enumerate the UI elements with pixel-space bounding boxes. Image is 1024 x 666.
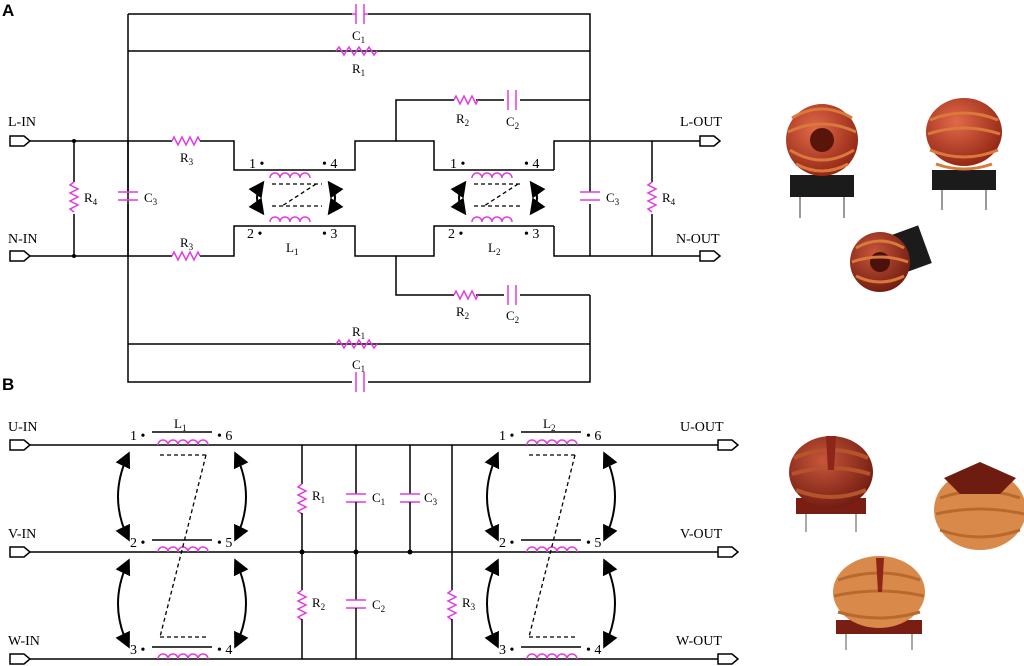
capacitor-c1-top bbox=[352, 4, 368, 24]
label-b-c1: C1 bbox=[372, 490, 385, 507]
label-b-c3: C3 bbox=[424, 490, 438, 507]
resistor-r1-top bbox=[335, 45, 378, 57]
pin-a-l2-3: • 3 bbox=[524, 227, 539, 242]
choke-l1 bbox=[248, 169, 348, 227]
choke-l2 bbox=[450, 169, 554, 227]
resistor-b-r2 bbox=[296, 589, 308, 621]
pin-a-l1-3: • 3 bbox=[322, 227, 337, 242]
photo-choke-a1 bbox=[786, 104, 858, 218]
panel-b-label: B bbox=[2, 375, 14, 394]
label-c2-top: C2 bbox=[506, 114, 519, 131]
pin-b-l2-5: • 5 bbox=[586, 536, 601, 551]
label-b-l1: L1 bbox=[174, 416, 186, 433]
pin-b-l1-6: • 6 bbox=[217, 429, 232, 444]
label-r2-top: R2 bbox=[456, 111, 469, 128]
terminal-w-in: W-IN bbox=[8, 634, 40, 649]
pin-b-l1-5: • 5 bbox=[217, 536, 232, 551]
terminal-v-in: V-IN bbox=[8, 527, 36, 542]
resistor-r3-bottom bbox=[171, 250, 201, 262]
pin-a-l2-4: • 4 bbox=[524, 157, 539, 172]
capacitor-c1-bottom bbox=[355, 372, 365, 392]
pin-b-l2-6: • 6 bbox=[586, 429, 601, 444]
pin-a-l1-1: 1 • bbox=[249, 157, 265, 172]
label-b-r1: R1 bbox=[312, 488, 325, 505]
resistor-r1-bottom bbox=[335, 338, 378, 350]
pin-b-l1-3: 3 • bbox=[130, 643, 146, 658]
label-b-r3: R3 bbox=[462, 595, 476, 612]
pin-b-l2-1: 1 • bbox=[499, 429, 515, 444]
pin-b-l2-3: 3 • bbox=[499, 643, 515, 658]
resistor-r3-top bbox=[171, 135, 201, 147]
pin-a-l2-1: 1 • bbox=[450, 157, 466, 172]
resistor-r4-right bbox=[646, 181, 658, 213]
terminal-w-out: W-OUT bbox=[676, 634, 722, 649]
panel-a-schematic bbox=[9, 4, 722, 392]
pin-a-l1-4: • 4 bbox=[322, 157, 337, 172]
label-r4-right: R4 bbox=[662, 190, 676, 207]
terminal-l-out: L-OUT bbox=[680, 115, 722, 130]
label-l2: L2 bbox=[488, 240, 500, 257]
label-r2-bottom: R2 bbox=[456, 304, 469, 321]
photo-choke-b1 bbox=[789, 436, 873, 532]
terminal-l-in: L-IN bbox=[8, 115, 36, 130]
label-b-r2: R2 bbox=[312, 595, 325, 612]
terminal-n-out: N-OUT bbox=[676, 232, 720, 247]
label-l1: L1 bbox=[286, 240, 298, 257]
label-c1-top: C1 bbox=[352, 28, 365, 45]
pin-b-l2-4: • 4 bbox=[586, 643, 601, 658]
terminal-u-in: U-IN bbox=[8, 420, 38, 435]
label-c3-right: C3 bbox=[606, 190, 620, 207]
photo-choke-b3 bbox=[833, 556, 925, 650]
terminal-u-out: U-OUT bbox=[680, 420, 724, 435]
resistor-b-r3 bbox=[446, 589, 458, 621]
choke-b-l2 bbox=[484, 431, 618, 660]
resistor-r4-left bbox=[68, 181, 80, 213]
pin-b-l1-1: 1 • bbox=[130, 429, 146, 444]
panel-b-schematic bbox=[9, 431, 740, 665]
label-r1-top: R1 bbox=[352, 61, 365, 78]
panel-a-label: A bbox=[2, 1, 14, 20]
terminal-n-in: N-IN bbox=[8, 232, 38, 247]
resistor-b-r1 bbox=[296, 483, 308, 515]
label-r4-left: R4 bbox=[84, 190, 98, 207]
label-r1-bottom: R1 bbox=[352, 324, 365, 341]
label-c3-left: C3 bbox=[144, 190, 158, 207]
pin-a-l2-2: 2 • bbox=[448, 227, 464, 242]
label-b-l2: L2 bbox=[543, 416, 555, 433]
label-c1-bottom: C1 bbox=[352, 357, 365, 374]
pin-a-l1-2: 2 • bbox=[247, 227, 263, 242]
resistor-r2-top bbox=[453, 94, 479, 106]
label-r3-top: R3 bbox=[180, 150, 194, 167]
label-b-c2: C2 bbox=[372, 597, 385, 614]
choke-b-l1 bbox=[115, 431, 249, 660]
label-c2-bottom: C2 bbox=[506, 308, 519, 325]
pin-b-l1-2: 2 • bbox=[130, 536, 146, 551]
pin-b-l2-2: 2 • bbox=[499, 536, 515, 551]
resistor-r2-bottom bbox=[453, 289, 479, 301]
terminal-v-out: V-OUT bbox=[680, 527, 723, 542]
pin-b-l1-4: • 4 bbox=[217, 643, 232, 658]
label-r3-bottom: R3 bbox=[180, 235, 194, 252]
photo-choke-a2 bbox=[926, 98, 1002, 210]
photo-choke-b2 bbox=[934, 462, 1024, 550]
photo-choke-a3 bbox=[850, 225, 932, 292]
